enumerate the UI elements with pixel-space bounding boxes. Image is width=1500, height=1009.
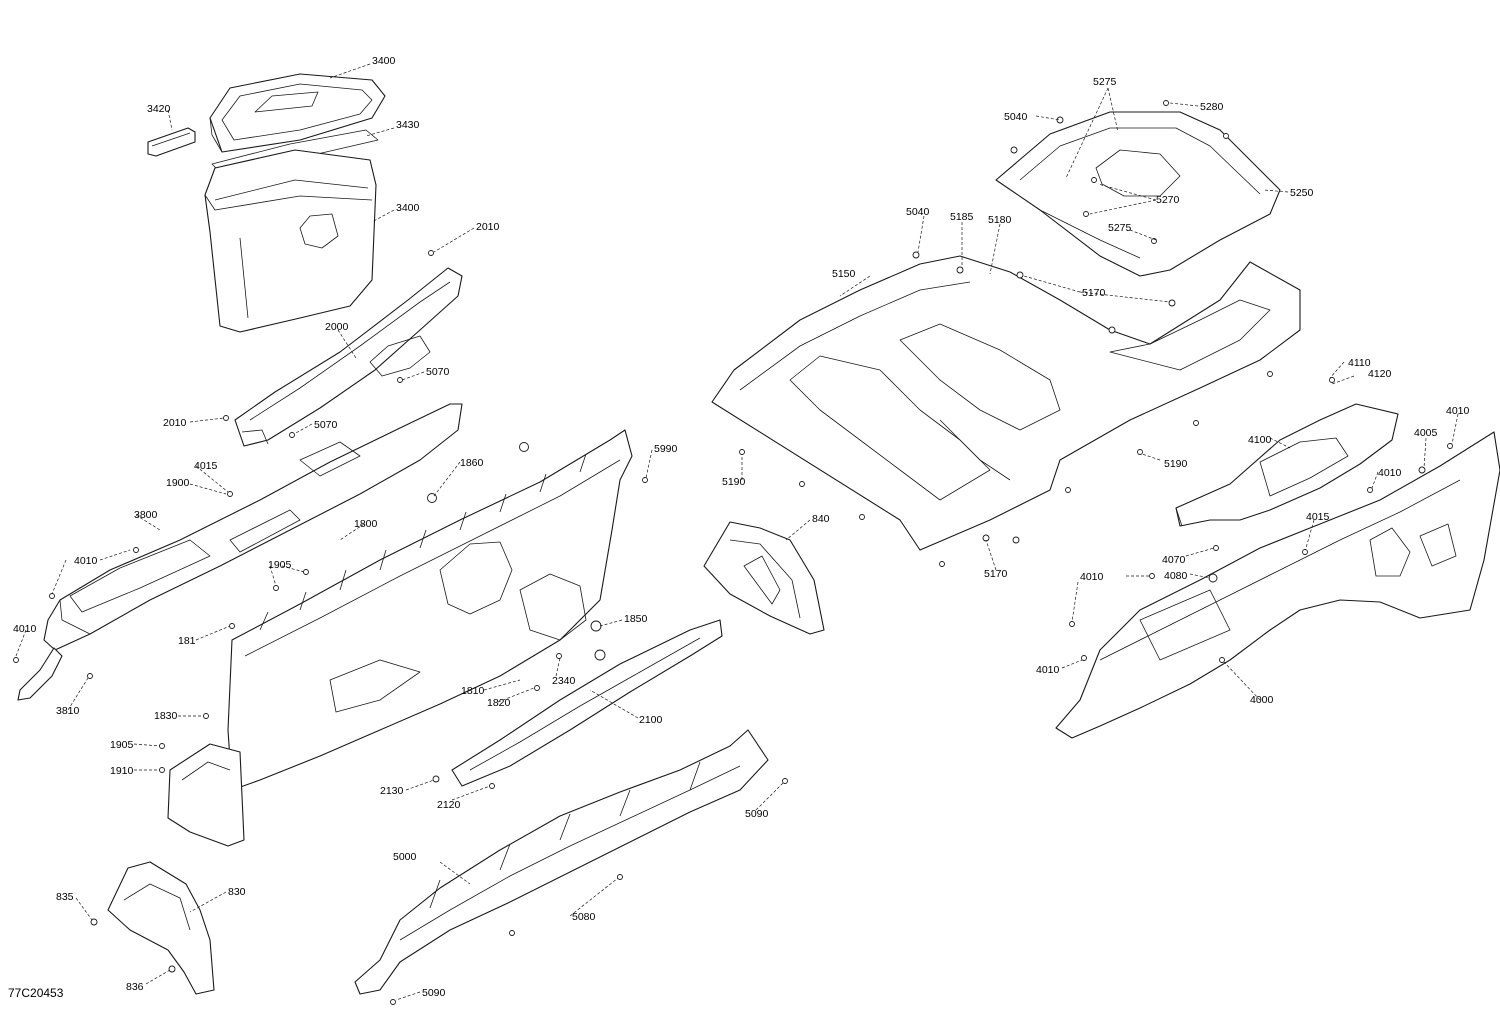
callout: 5070	[314, 419, 338, 431]
callout: 5000	[393, 851, 417, 863]
diagram-code: 77C20453	[8, 986, 64, 1000]
callout: 181	[178, 635, 196, 647]
callout: 4010	[1446, 405, 1470, 417]
callout: 5040	[906, 206, 930, 218]
rail-2100	[451, 619, 723, 787]
callout: 4070	[1162, 554, 1186, 566]
rear-panel-4000	[1055, 431, 1500, 739]
callout: 2100	[639, 714, 663, 726]
callout: 4010	[1036, 664, 1060, 676]
callout: 2340	[552, 675, 576, 687]
callout: 830	[228, 886, 246, 898]
leader-lines	[15, 63, 1459, 1001]
callout: 1810	[461, 685, 485, 697]
callout: 5190	[722, 476, 746, 488]
callout: 5150	[832, 268, 856, 280]
callout: 4015	[194, 460, 218, 472]
callout-labels: 3400 3420 3430 3400 2010 2000 5070 2010 …	[13, 55, 1470, 999]
callout: 5275	[1108, 222, 1132, 234]
callout: 5250	[1290, 187, 1314, 199]
callout: 3810	[56, 705, 80, 717]
callout: 5990	[654, 443, 678, 455]
callout: 1820	[487, 697, 511, 709]
callout: 2120	[437, 799, 461, 811]
trim-840	[703, 521, 825, 635]
callout: 4100	[1248, 434, 1272, 446]
callout: 1910	[110, 765, 134, 777]
callout: 5070	[426, 366, 450, 378]
callout: 4120	[1368, 368, 1392, 380]
panel-3800	[17, 403, 463, 701]
callout: 1905	[268, 559, 292, 571]
callout: 2010	[476, 221, 500, 233]
callout: 5190	[1164, 458, 1188, 470]
corner-trim-830	[107, 861, 215, 995]
callout: 5280	[1200, 101, 1224, 113]
callout: 4005	[1414, 427, 1438, 439]
callout: 4010	[74, 555, 98, 567]
callout: 1860	[460, 457, 484, 469]
callout: 3800	[134, 509, 158, 521]
callout: 5270	[1156, 194, 1180, 206]
callout: 3400	[372, 55, 396, 67]
callout: 2000	[325, 321, 349, 333]
callout: 836	[126, 981, 144, 993]
callout: 2130	[380, 785, 404, 797]
callout: 4015	[1306, 511, 1330, 523]
callout: 4000	[1250, 694, 1274, 706]
callout: 835	[56, 891, 74, 903]
callout: 1800	[354, 518, 378, 530]
callout: 3400	[396, 202, 420, 214]
callout: 1850	[624, 613, 648, 625]
callout: 5185	[950, 211, 974, 223]
callout: 4110	[1348, 357, 1371, 369]
callout: 2010	[163, 417, 187, 429]
storage-box-body	[204, 149, 377, 333]
rocker-panel-5000	[354, 729, 769, 995]
bracket-2000	[234, 267, 463, 447]
floor-panel-5150	[711, 255, 1301, 551]
callout: 3430	[396, 119, 420, 131]
callout: 4010	[13, 623, 37, 635]
callout: 3420	[147, 103, 171, 115]
storage-box-lid	[209, 73, 386, 153]
callout: 5275	[1093, 76, 1117, 88]
storage-box-handle	[147, 127, 196, 157]
callout: 5090	[422, 987, 446, 999]
callout: 1900	[166, 477, 190, 489]
callout: 5040	[1004, 111, 1028, 123]
firewall-panel-1800	[167, 429, 633, 847]
callout: 4010	[1080, 571, 1104, 583]
callout: 5170	[1082, 287, 1106, 299]
callout: 4080	[1164, 570, 1188, 582]
callout: 1830	[154, 710, 178, 722]
tray-5250	[995, 111, 1281, 277]
callout: 4010	[1378, 467, 1402, 479]
callout: 5180	[988, 214, 1012, 226]
callout: 5170	[984, 568, 1008, 580]
callout: 1905	[110, 739, 134, 751]
callout: 840	[812, 513, 830, 525]
console-4100	[1175, 403, 1399, 527]
callout: 5080	[572, 911, 596, 923]
callout: 5090	[745, 808, 769, 820]
